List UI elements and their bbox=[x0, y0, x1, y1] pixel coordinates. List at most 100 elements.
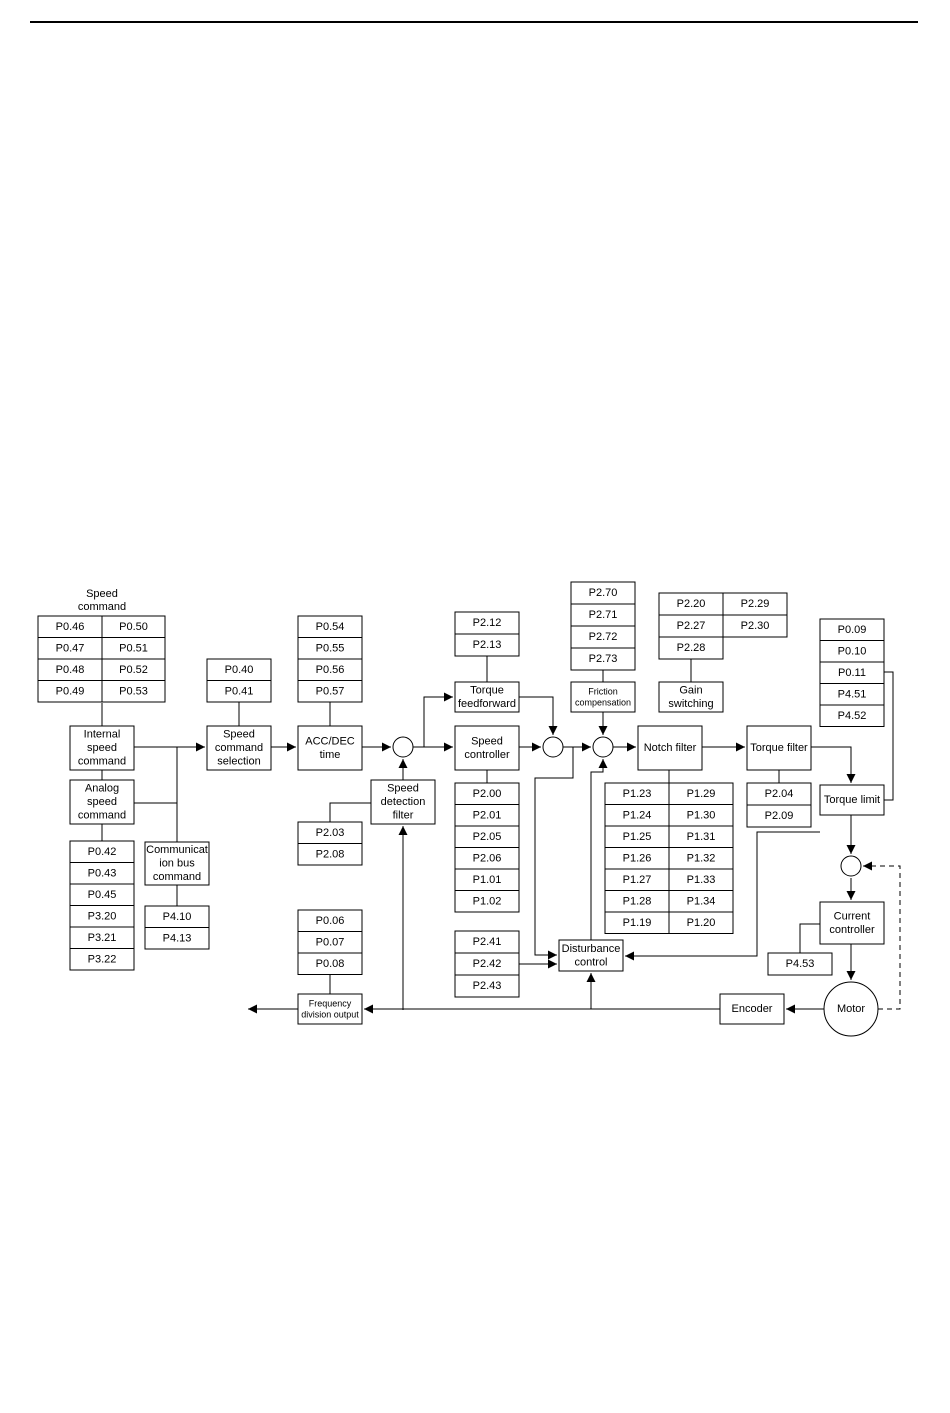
param-P2-42: P2.42 bbox=[473, 958, 502, 970]
param-P0-42: P0.42 bbox=[88, 846, 117, 858]
summing-junction bbox=[592, 736, 614, 758]
param-P0-49: P0.49 bbox=[56, 685, 85, 697]
internal_speed-block-label: speed bbox=[87, 742, 117, 754]
param-P1-31: P1.31 bbox=[687, 831, 716, 843]
param-P2-28: P2.28 bbox=[677, 642, 706, 654]
speed_cmd_sel-block-frame bbox=[206, 725, 272, 771]
param-P1-34: P1.34 bbox=[687, 895, 716, 907]
speed_command_title-caption: Speed bbox=[86, 588, 118, 600]
speed_detect-block-label: detection bbox=[381, 796, 426, 808]
disturbance-block-label: control bbox=[574, 956, 607, 968]
param-cell bbox=[668, 911, 734, 934]
signal-arrow bbox=[534, 747, 574, 960]
param-P0-46: P0.46 bbox=[56, 621, 85, 633]
param-P2-73: P2.73 bbox=[589, 653, 618, 665]
param-P1-24: P1.24 bbox=[623, 809, 652, 821]
comm_bus-block-label: command bbox=[153, 871, 201, 883]
param-P3-20: P3.20 bbox=[88, 910, 117, 922]
param-P2-08: P2.08 bbox=[316, 848, 345, 860]
internal_speed-block-label: Internal bbox=[84, 729, 121, 741]
summing-junction bbox=[840, 855, 862, 877]
gain_sw-block-frame bbox=[658, 681, 724, 713]
param-P1-27: P1.27 bbox=[623, 874, 652, 886]
param-cell bbox=[658, 636, 724, 660]
speed_detect-block-label: Speed bbox=[387, 783, 419, 795]
param-P0-11: P0.11 bbox=[838, 667, 866, 679]
summing-junction bbox=[392, 736, 414, 758]
param-P4-10: P4.10 bbox=[163, 911, 192, 923]
internal_speed-block-label: command bbox=[78, 756, 126, 768]
param-P1-02: P1.02 bbox=[473, 895, 502, 907]
param-P2-71: P2.71 bbox=[589, 609, 618, 621]
param-P2-20: P2.20 bbox=[677, 598, 706, 610]
signal-arrow bbox=[590, 759, 608, 940]
signal-arrow bbox=[811, 746, 856, 783]
param-P2-43: P2.43 bbox=[473, 980, 502, 992]
param-P0-06: P0.06 bbox=[316, 915, 345, 927]
encoder-block-label: Encoder bbox=[732, 1003, 773, 1015]
accdec-block-label: time bbox=[320, 749, 341, 761]
param-cell bbox=[297, 680, 363, 703]
current_ctrl-block-label: Current bbox=[834, 910, 871, 922]
param-P0-40: P0.40 bbox=[225, 664, 254, 676]
speed_ctrl-block-label: Speed bbox=[471, 735, 503, 747]
gain_sw-block-label: Gain bbox=[679, 684, 702, 696]
freq_div-block-frame bbox=[297, 993, 363, 1025]
param-P4-53: P4.53 bbox=[786, 958, 815, 970]
speed_cmd_sel-block-label: Speed bbox=[223, 729, 255, 741]
torque_filter-block-label: Torque filter bbox=[750, 742, 808, 754]
torque_filter-block-frame bbox=[746, 725, 812, 771]
param-P1-01: P1.01 bbox=[473, 874, 502, 886]
torque_limit-block-frame bbox=[819, 784, 885, 816]
param-P2-03: P2.03 bbox=[316, 827, 345, 839]
param-P2-29: P2.29 bbox=[741, 598, 770, 610]
param-P2-27: P2.27 bbox=[677, 620, 706, 632]
param-P1-19: P1.19 bbox=[623, 917, 652, 929]
gain_sw-block: Gain switching bbox=[658, 681, 724, 713]
param-P2-72: P2.72 bbox=[589, 631, 618, 643]
freq_div-block-label: Frequency bbox=[309, 999, 352, 1009]
param-P1-25: P1.25 bbox=[623, 831, 652, 843]
param-P2-05: P2.05 bbox=[473, 831, 502, 843]
param-P0-54: P0.54 bbox=[316, 621, 345, 633]
param-P2-70: P2.70 bbox=[589, 587, 618, 599]
torque_filter-block: Torque filter bbox=[746, 725, 812, 771]
analog_speed-block-label: Analog bbox=[85, 783, 119, 795]
param-cell bbox=[101, 680, 166, 703]
param-P0-47: P0.47 bbox=[56, 642, 85, 654]
torque_limit-block: Torque limit bbox=[819, 784, 885, 816]
param-P1-28: P1.28 bbox=[623, 895, 652, 907]
param-P3-21: P3.21 bbox=[88, 932, 117, 944]
torque_ff-block-label: Torque bbox=[470, 684, 504, 696]
friction-block-label: Friction bbox=[588, 687, 618, 697]
motor-symbol bbox=[823, 981, 879, 1037]
param-cell bbox=[297, 952, 363, 975]
torque_limit-block-label: Torque limit bbox=[824, 794, 880, 806]
param-P2-06: P2.06 bbox=[473, 852, 502, 864]
param-P0-52: P0.52 bbox=[119, 664, 148, 676]
param-P0-07: P0.07 bbox=[316, 936, 345, 948]
friction-block-frame bbox=[570, 681, 636, 713]
current_ctrl-block-label: controller bbox=[829, 924, 875, 936]
param-P0-48: P0.48 bbox=[56, 664, 85, 676]
encoder-block-frame bbox=[719, 993, 785, 1025]
notch-block-label: Notch filter bbox=[644, 742, 697, 754]
comm_bus-block-label: ion bus bbox=[159, 858, 195, 870]
param-cell bbox=[746, 804, 812, 828]
param-P3-22: P3.22 bbox=[88, 953, 117, 965]
gain_sw-block-label: switching bbox=[668, 698, 713, 710]
param-P1-20: P1.20 bbox=[687, 917, 716, 929]
current_ctrl-block: Current controller bbox=[819, 901, 885, 945]
speed_cmd_sel-block-label: command bbox=[215, 742, 263, 754]
param-cell bbox=[819, 704, 885, 727]
param-P2-41: P2.41 bbox=[473, 936, 502, 948]
param-P0-51: P0.51 bbox=[119, 642, 148, 654]
